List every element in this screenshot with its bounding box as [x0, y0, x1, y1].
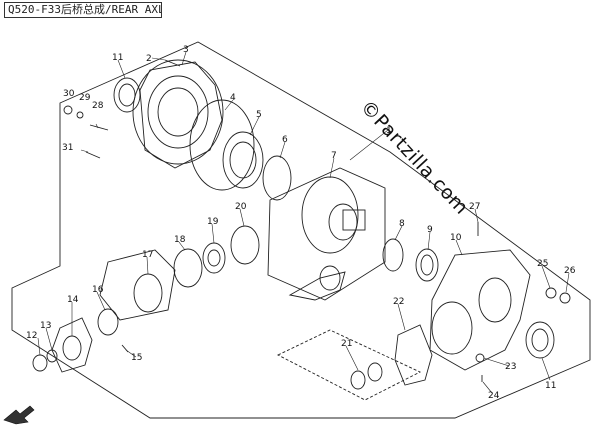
diagram-title: Q520-F33后桥总成/REAR AXLE [4, 2, 162, 18]
callout-25: 25 [537, 259, 548, 269]
callout-20: 20 [235, 202, 247, 212]
gear-set-box [267, 167, 386, 301]
oring-large-part [189, 99, 255, 191]
callout-22: 22 [393, 297, 404, 307]
callout-23: 23 [505, 362, 516, 372]
callout-30: 30 [63, 89, 75, 99]
callout-15: 15 [131, 353, 142, 363]
callout-29: 29 [79, 93, 91, 103]
callout-31: 31 [62, 143, 73, 153]
bearing-group-box [276, 329, 422, 401]
callout-9: 9 [427, 225, 433, 235]
callout-1: 1 [386, 126, 392, 136]
callout-19: 19 [207, 217, 219, 227]
callout-21: 21 [341, 339, 352, 349]
bearing-large-part [222, 131, 264, 189]
main-housing-part [429, 249, 531, 371]
gasket-part [394, 324, 433, 386]
callout-16: 16 [92, 285, 104, 295]
callout-18: 18 [174, 235, 186, 245]
callout-6: 6 [282, 135, 288, 145]
bearing-mid-part [415, 248, 439, 282]
callout-12: 12 [26, 331, 37, 341]
snap-ring-part [173, 248, 203, 288]
bolt-2-part [164, 59, 181, 67]
callout-28: 28 [92, 101, 104, 111]
callout-11-lower: 11 [545, 381, 556, 391]
needle-bearings-part [350, 362, 383, 390]
callout-7: 7 [331, 151, 337, 161]
front-arrow-icon [3, 405, 35, 425]
callout-24: 24 [488, 391, 500, 401]
callout-13: 13 [40, 321, 51, 331]
callout-27: 27 [469, 202, 480, 212]
bearing-hub-part [97, 308, 119, 336]
housing-cover-part [132, 59, 224, 169]
callout-11-upper: 11 [112, 53, 123, 63]
bearing-small-part [202, 242, 226, 274]
nut-30-part [63, 105, 73, 115]
washer-29-part [76, 111, 84, 119]
nut-part [32, 354, 48, 372]
callout-17: 17 [142, 250, 153, 260]
callout-10: 10 [450, 233, 462, 243]
callout-3: 3 [183, 45, 189, 55]
callout-4: 4 [230, 93, 236, 103]
callout-14: 14 [67, 295, 79, 305]
pinion-part [288, 265, 346, 301]
ring-gear-part [301, 176, 366, 254]
ring-part [262, 155, 292, 201]
callout-2: 2 [146, 54, 152, 64]
callout-8: 8 [399, 219, 405, 229]
seal-lower-part [525, 321, 555, 359]
gear-small-part [230, 225, 260, 265]
assembly-outline [11, 41, 591, 419]
plug-26-part [559, 292, 571, 304]
washer-23-part [475, 353, 485, 363]
bolt-28-part [89, 124, 109, 131]
seal-upper-part [113, 77, 141, 113]
bolt-31-part [85, 151, 101, 159]
callout-26: 26 [564, 266, 576, 276]
shim-part [382, 238, 404, 272]
callout-numbers: 1 2 3 4 5 6 7 8 9 10 11 11 12 13 14 15 1… [26, 45, 576, 401]
leader-lines [37, 51, 570, 394]
plug-25-part [545, 287, 557, 299]
callout-5: 5 [256, 110, 262, 120]
